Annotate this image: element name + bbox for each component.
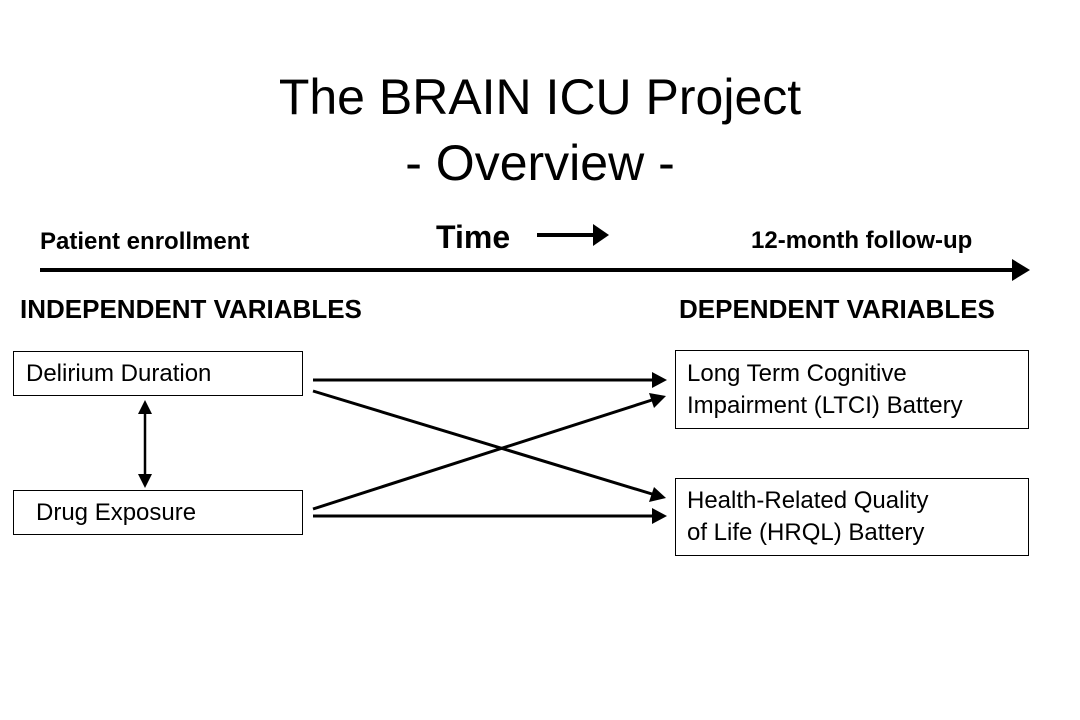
page-title: The BRAIN ICU Project [278, 69, 802, 125]
hrql-label-line2: of Life (HRQL) Battery [687, 519, 925, 546]
timeline-time-label: Time [436, 219, 511, 255]
arrowhead-up [138, 400, 152, 414]
drug-exposure-label: Drug Exposure [36, 499, 197, 526]
delirium-duration-box: Delirium Duration [13, 351, 303, 396]
dependent-variables-header: DEPENDENT VARIABLES [679, 294, 995, 324]
arrowhead-delirium-to-ltci [652, 372, 667, 388]
ltci-label-line1: Long Term Cognitive [687, 360, 907, 387]
independent-variables-header: INDEPENDENT VARIABLES [20, 294, 362, 324]
hrql-label-line1: Health-Related Quality [687, 487, 929, 514]
drug-exposure-box: Drug Exposure [13, 490, 303, 535]
arrowhead-drug-to-hrql [652, 508, 667, 524]
ltci-label-line2: Impairment (LTCI) Battery [687, 392, 963, 419]
arrowhead-down [138, 474, 152, 488]
timeline-arrowhead [1012, 259, 1030, 281]
arrow-delirium-to-hrql [312, 389, 653, 496]
ltci-battery-box: Long Term Cognitive Impairment (LTCI) Ba… [675, 350, 1029, 429]
timeline-end-label: 12-month follow-up [751, 227, 973, 254]
time-arrow-head [593, 224, 609, 246]
timeline-start-label: Patient enrollment [40, 228, 250, 255]
arrowhead-delirium-to-hrql [649, 487, 666, 502]
hrql-battery-box: Health-Related Quality of Life (HRQL) Ba… [675, 478, 1029, 556]
page-subtitle: - Overview - [405, 135, 675, 191]
arrow-drug-to-ltci [312, 398, 653, 511]
delirium-duration-label: Delirium Duration [26, 360, 212, 387]
arrowhead-drug-to-ltci [649, 393, 666, 408]
